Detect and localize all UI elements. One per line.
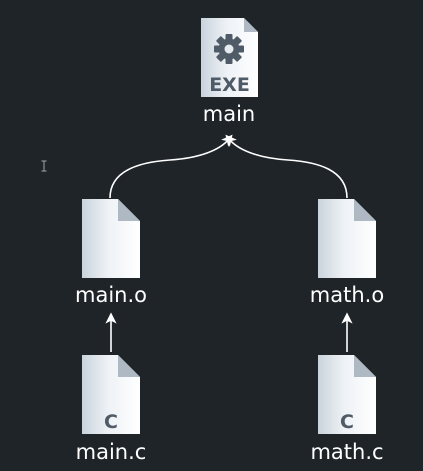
- c-source-file-icon-left: C: [82, 355, 140, 434]
- exe-file-icon: EXE: [201, 18, 258, 97]
- compile-arrows: [105, 312, 353, 352]
- gear-icon: [214, 34, 244, 64]
- link-arrow-left: [109, 134, 233, 199]
- object-file-label-right: math.o: [310, 283, 384, 307]
- exe-badge: EXE: [209, 74, 250, 96]
- link-arrow-right: [225, 134, 348, 199]
- exe-label: main: [203, 102, 255, 126]
- text-cursor-icon: [41, 160, 47, 172]
- source-file-label-left: main.c: [76, 440, 147, 464]
- object-file-icon-left: [82, 199, 140, 278]
- source-file-label-right: math.c: [310, 440, 383, 464]
- c-badge-left: C: [104, 411, 118, 433]
- object-file-icon-right: [318, 199, 376, 278]
- c-badge-right: C: [340, 411, 354, 433]
- object-file-label-left: main.o: [75, 283, 147, 307]
- c-source-file-icon-right: C: [318, 355, 376, 434]
- link-arrows: [109, 134, 348, 199]
